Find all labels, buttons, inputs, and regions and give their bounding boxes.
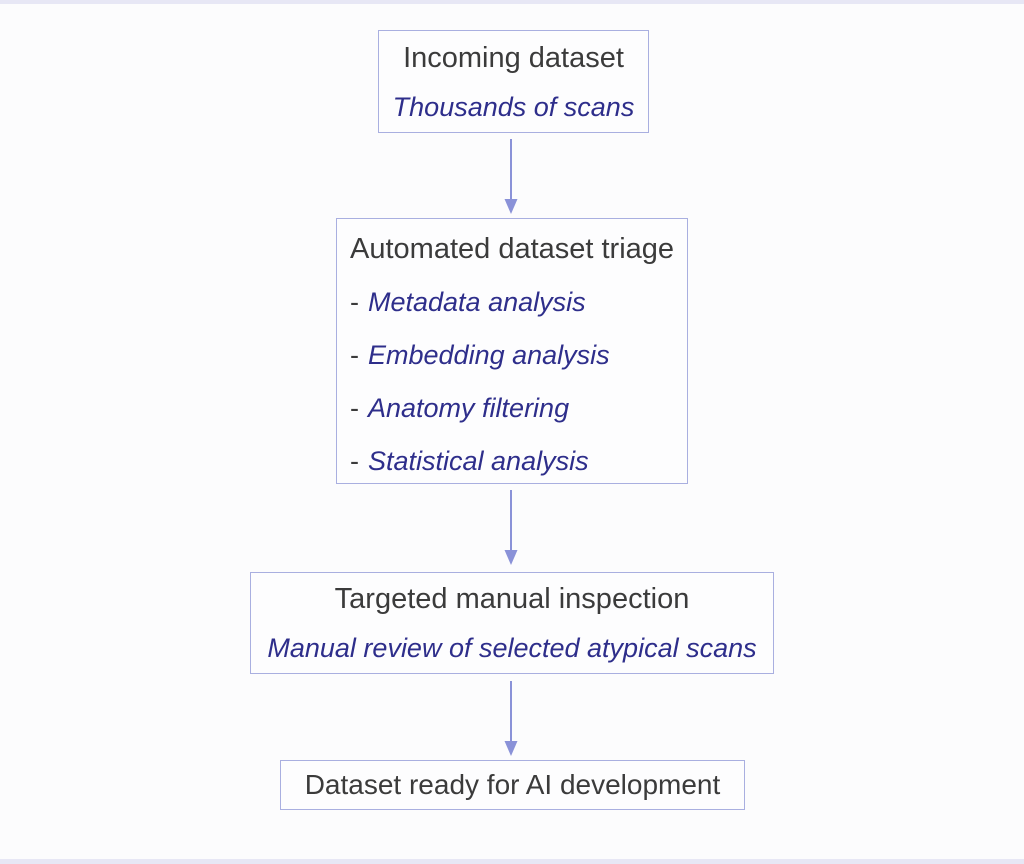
node-title: Incoming dataset <box>403 41 624 74</box>
node-title: Targeted manual inspection <box>334 583 690 615</box>
down-arrow-connector-1 <box>504 139 518 214</box>
node-targeted-manual-inspection: Targeted manual inspection Manual review… <box>250 572 774 674</box>
bottom-edge-strip <box>0 859 1024 864</box>
node-subtitle: Thousands of scans <box>392 91 635 122</box>
bullet-dash: - <box>350 393 359 423</box>
node-automated-dataset-triage: Automated dataset triage -Metadata analy… <box>336 218 688 484</box>
node-dataset-ready: Dataset ready for AI development <box>280 760 745 810</box>
triage-item-label: Anatomy filtering <box>368 393 570 423</box>
node-title: Automated dataset triage <box>350 233 675 265</box>
bullet-dash: - <box>350 287 359 317</box>
triage-list-item: -Metadata analysis <box>350 284 679 320</box>
triage-list-item: -Anatomy filtering <box>350 390 679 426</box>
triage-item-label: Statistical analysis <box>368 446 589 476</box>
node-incoming-dataset: Incoming dataset Thousands of scans <box>378 30 649 133</box>
top-edge-strip <box>0 0 1024 4</box>
down-arrow-connector-2 <box>504 490 518 565</box>
triage-item-label: Embedding analysis <box>368 340 610 370</box>
triage-list-item: -Statistical analysis <box>350 443 679 479</box>
node-title: Dataset ready for AI development <box>304 769 721 800</box>
bullet-dash: - <box>350 340 359 370</box>
triage-list-item: -Embedding analysis <box>350 337 679 373</box>
down-arrow-connector-3 <box>504 681 518 756</box>
bullet-dash: - <box>350 446 359 476</box>
triage-item-label: Metadata analysis <box>368 287 586 317</box>
node-subtitle: Manual review of selected atypical scans <box>267 633 757 663</box>
